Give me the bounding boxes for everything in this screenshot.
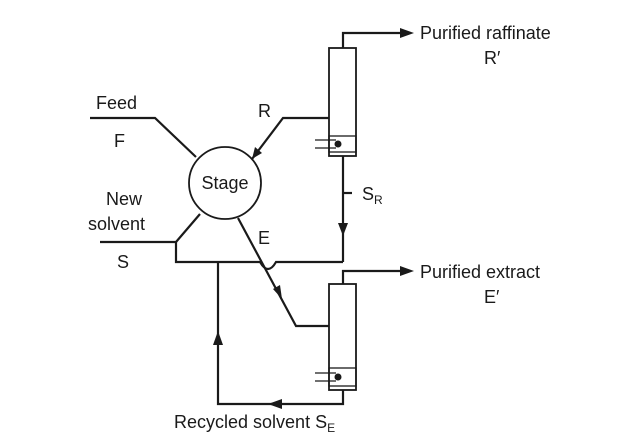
stage-label: Stage	[201, 173, 248, 193]
extract-stream-label: E	[258, 228, 270, 248]
recycled-solvent-arrow-up	[213, 331, 223, 345]
purified-extract-line	[341, 269, 402, 284]
new-solvent-label-line2: solvent	[88, 214, 145, 234]
extract-reboiler-coil	[334, 373, 342, 381]
recycled-solvent-line	[216, 262, 345, 406]
extract-line	[237, 217, 329, 328]
recycled-solvent-arrow-bottom	[268, 399, 282, 409]
feed-symbol: F	[114, 131, 125, 151]
raffinate-solvent-label: SR	[362, 184, 383, 207]
raffinate-solvent-subscript: R	[374, 193, 383, 207]
recycled-solvent-subscript: E	[327, 421, 335, 435]
raffinate-solvent-symbol: S	[362, 184, 374, 204]
recycled-solvent-label: Recycled solvent SE	[174, 412, 335, 435]
raffinate-stream-label: R	[258, 101, 271, 121]
raffinate-reboiler-heater	[315, 139, 336, 149]
new-solvent-label-line1: New	[106, 189, 143, 209]
purified-raffinate-line	[341, 31, 402, 48]
purified-extract-label: Purified extract	[420, 262, 540, 282]
extract-reboiler-heater	[315, 372, 336, 382]
feed-line	[90, 116, 197, 158]
stage-unit	[188, 146, 262, 220]
new-solvent-symbol: S	[117, 252, 129, 272]
raffinate-solvent-arrow	[338, 223, 348, 236]
raffinate-arrow	[252, 147, 262, 159]
feed-label: Feed	[96, 93, 137, 113]
purified-raffinate-symbol: R′	[484, 48, 501, 68]
extract-reboiler-box	[328, 367, 357, 387]
recycled-solvent-text: Recycled solvent S	[174, 412, 327, 432]
raffinate-line	[251, 116, 329, 160]
raffinate-reboiler-coil	[334, 140, 342, 148]
raffinate-reboiler-box	[328, 135, 357, 153]
extract-arrow	[273, 285, 282, 299]
purified-extract-arrow	[400, 266, 414, 276]
extract-solvent-recovery-column	[328, 283, 357, 391]
purified-raffinate-arrow	[400, 28, 414, 38]
solvent-mixing-line	[174, 242, 343, 271]
purified-extract-symbol: E′	[484, 287, 500, 307]
purified-raffinate-label: Purified raffinate	[420, 23, 551, 43]
